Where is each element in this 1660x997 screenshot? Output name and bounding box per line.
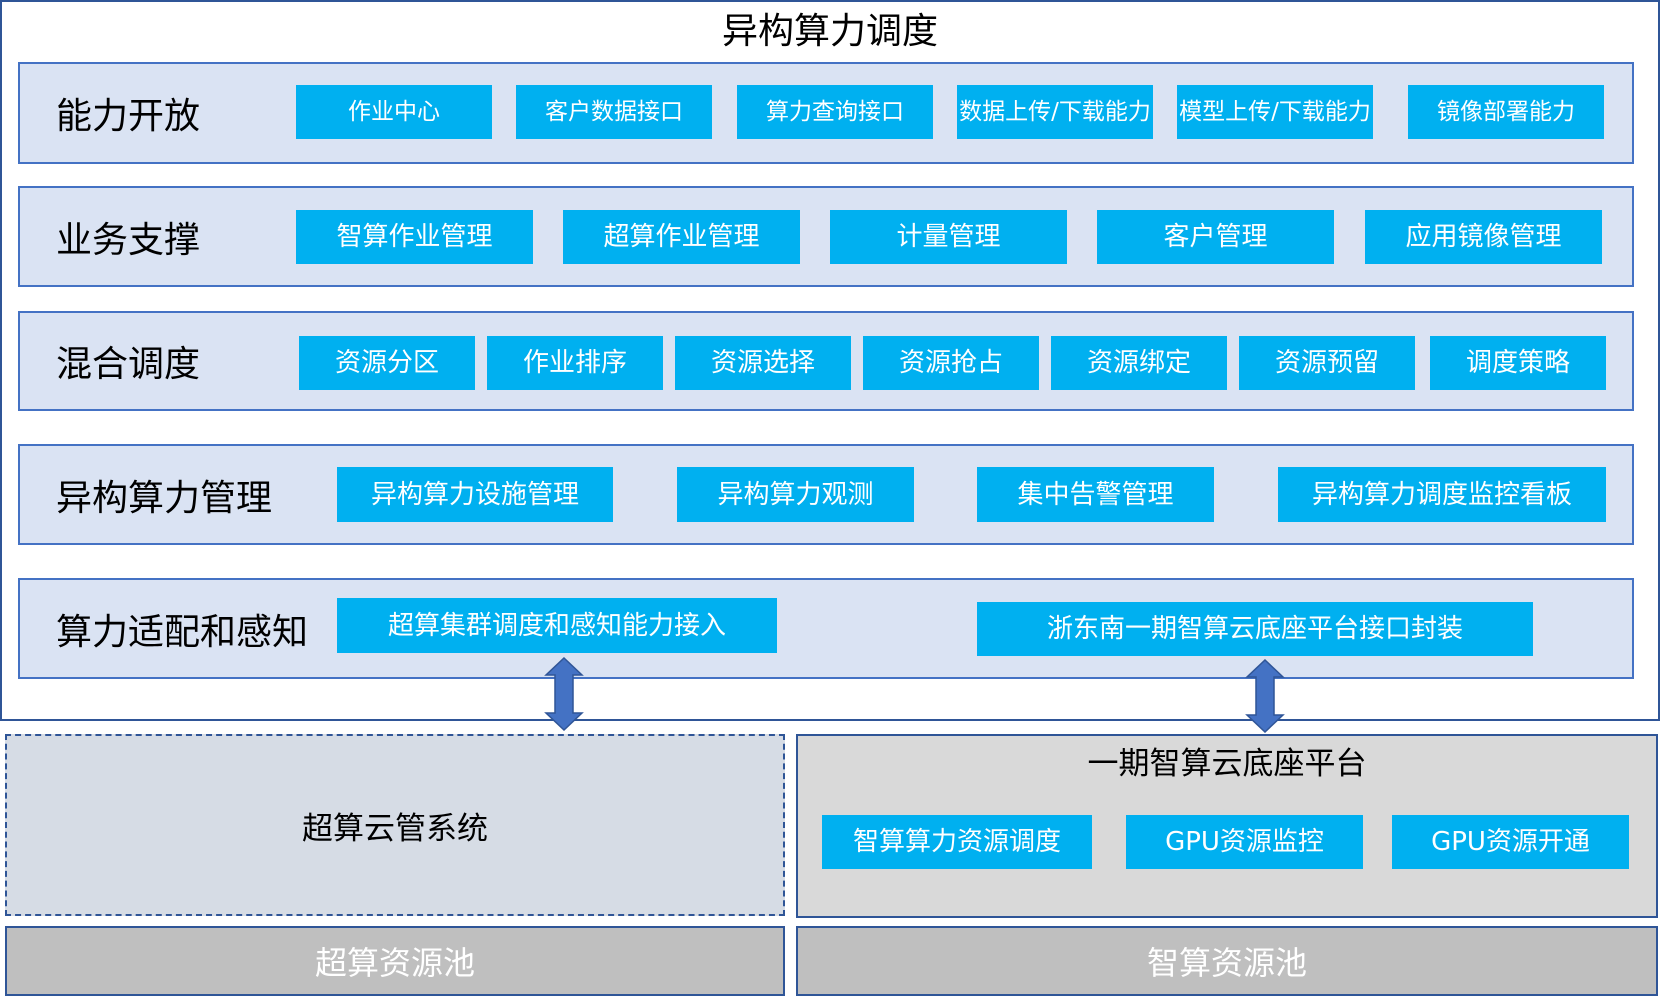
module-alert-mgmt[interactable]: 集中告警管理 — [977, 467, 1214, 522]
layer-label: 业务支撑 — [56, 219, 201, 261]
module-observability[interactable]: 异构算力观测 — [677, 467, 914, 522]
module-resource-binding[interactable]: 资源绑定 — [1051, 336, 1227, 390]
module-model-upload-download[interactable]: 模型上传/下载能力 — [1177, 85, 1373, 139]
platform-title: 一期智算云底座平台 — [1087, 746, 1367, 782]
supercomputing-cloud-mgmt: 超算云管系统 — [5, 734, 785, 916]
module-data-upload-download[interactable]: 数据上传/下载能力 — [957, 85, 1153, 139]
layer-label: 算力适配和感知 — [56, 611, 309, 653]
module-resource-reservation[interactable]: 资源预留 — [1239, 336, 1415, 390]
layer-compute-adaptation: 算力适配和感知 超算集群调度和感知能力接入 浙东南一期智算云底座平台接口封装 — [18, 578, 1634, 679]
module-gpu-provisioning[interactable]: GPU资源开通 — [1392, 815, 1629, 869]
layer-hybrid-scheduling: 混合调度 资源分区 作业排序 资源选择 资源抢占 资源绑定 资源预留 调度策略 — [18, 311, 1634, 411]
module-resource-preemption[interactable]: 资源抢占 — [863, 336, 1039, 390]
double-arrow-icon — [544, 657, 584, 731]
module-resource-selection[interactable]: 资源选择 — [675, 336, 851, 390]
supercomputing-cloud-mgmt-label: 超算云管系统 — [302, 810, 488, 847]
ai-resource-pool: 智算资源池 — [796, 926, 1658, 996]
module-ai-platform-api-wrapper[interactable]: 浙东南一期智算云底座平台接口封装 — [977, 602, 1533, 656]
layer-label: 混合调度 — [56, 344, 201, 385]
module-hpc-job-mgmt[interactable]: 超算作业管理 — [563, 210, 800, 264]
module-job-ordering[interactable]: 作业排序 — [487, 336, 663, 390]
module-job-center[interactable]: 作业中心 — [296, 85, 492, 139]
module-compute-query-api[interactable]: 算力查询接口 — [737, 85, 933, 139]
module-scheduling-policy[interactable]: 调度策略 — [1430, 336, 1606, 390]
ai-cloud-base-platform: 一期智算云底座平台 智算算力资源调度 GPU资源监控 GPU资源开通 — [796, 734, 1658, 918]
layer-label: 能力开放 — [56, 96, 201, 137]
double-arrow-icon — [1245, 659, 1285, 733]
module-app-image-mgmt[interactable]: 应用镜像管理 — [1365, 210, 1602, 264]
module-facility-mgmt[interactable]: 异构算力设施管理 — [337, 467, 613, 522]
module-customer-data-api[interactable]: 客户数据接口 — [516, 85, 712, 139]
hpc-resource-pool: 超算资源池 — [5, 926, 785, 996]
module-customer-mgmt[interactable]: 客户管理 — [1097, 210, 1334, 264]
module-hpc-cluster-integration[interactable]: 超算集群调度和感知能力接入 — [337, 598, 777, 653]
module-monitoring-dashboard[interactable]: 异构算力调度监控看板 — [1278, 467, 1606, 522]
layer-heterogeneous-compute-mgmt: 异构算力管理 异构算力设施管理 异构算力观测 集中告警管理 异构算力调度监控看板 — [18, 444, 1634, 545]
layer-business-support: 业务支撑 智算作业管理 超算作业管理 计量管理 客户管理 应用镜像管理 — [18, 186, 1634, 287]
layer-capability-open: 能力开放 作业中心 客户数据接口 算力查询接口 数据上传/下载能力 模型上传/下… — [18, 62, 1634, 164]
diagram-title: 异构算力调度 — [721, 11, 938, 52]
module-ai-job-mgmt[interactable]: 智算作业管理 — [296, 210, 533, 264]
module-ai-resource-scheduling[interactable]: 智算算力资源调度 — [822, 815, 1092, 869]
module-metering-mgmt[interactable]: 计量管理 — [830, 210, 1067, 264]
module-image-deploy[interactable]: 镜像部署能力 — [1408, 85, 1604, 139]
layer-label: 异构算力管理 — [56, 477, 273, 519]
module-resource-partition[interactable]: 资源分区 — [299, 336, 475, 390]
module-gpu-monitoring[interactable]: GPU资源监控 — [1126, 815, 1363, 869]
